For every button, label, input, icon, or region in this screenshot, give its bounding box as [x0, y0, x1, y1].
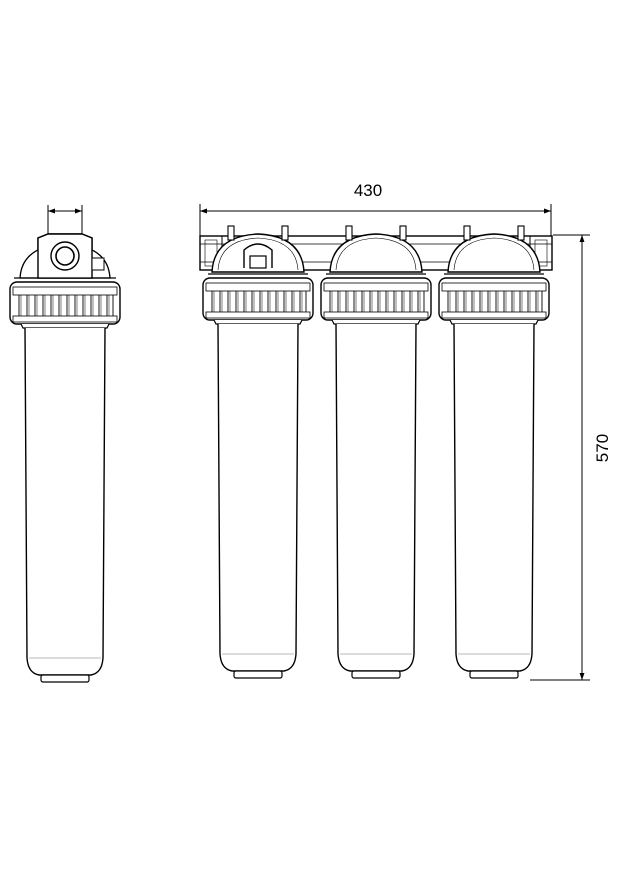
filter-housing-2 [320, 225, 432, 679]
side-bowl [24, 327, 106, 683]
front-view: 430 570 [199, 181, 612, 681]
side-view [9, 205, 121, 683]
height-dimension: 570 [530, 234, 612, 681]
height-dimension-label: 570 [593, 434, 612, 462]
side-head [14, 233, 116, 279]
side-port-dimension [47, 205, 83, 238]
width-dimension-label: 430 [354, 181, 382, 200]
flow-indicator-icon [243, 243, 273, 269]
width-dimension: 430 [199, 181, 552, 236]
filter-housing-1 [202, 225, 314, 679]
side-collar [9, 281, 121, 329]
filter-housing-3 [438, 225, 550, 679]
